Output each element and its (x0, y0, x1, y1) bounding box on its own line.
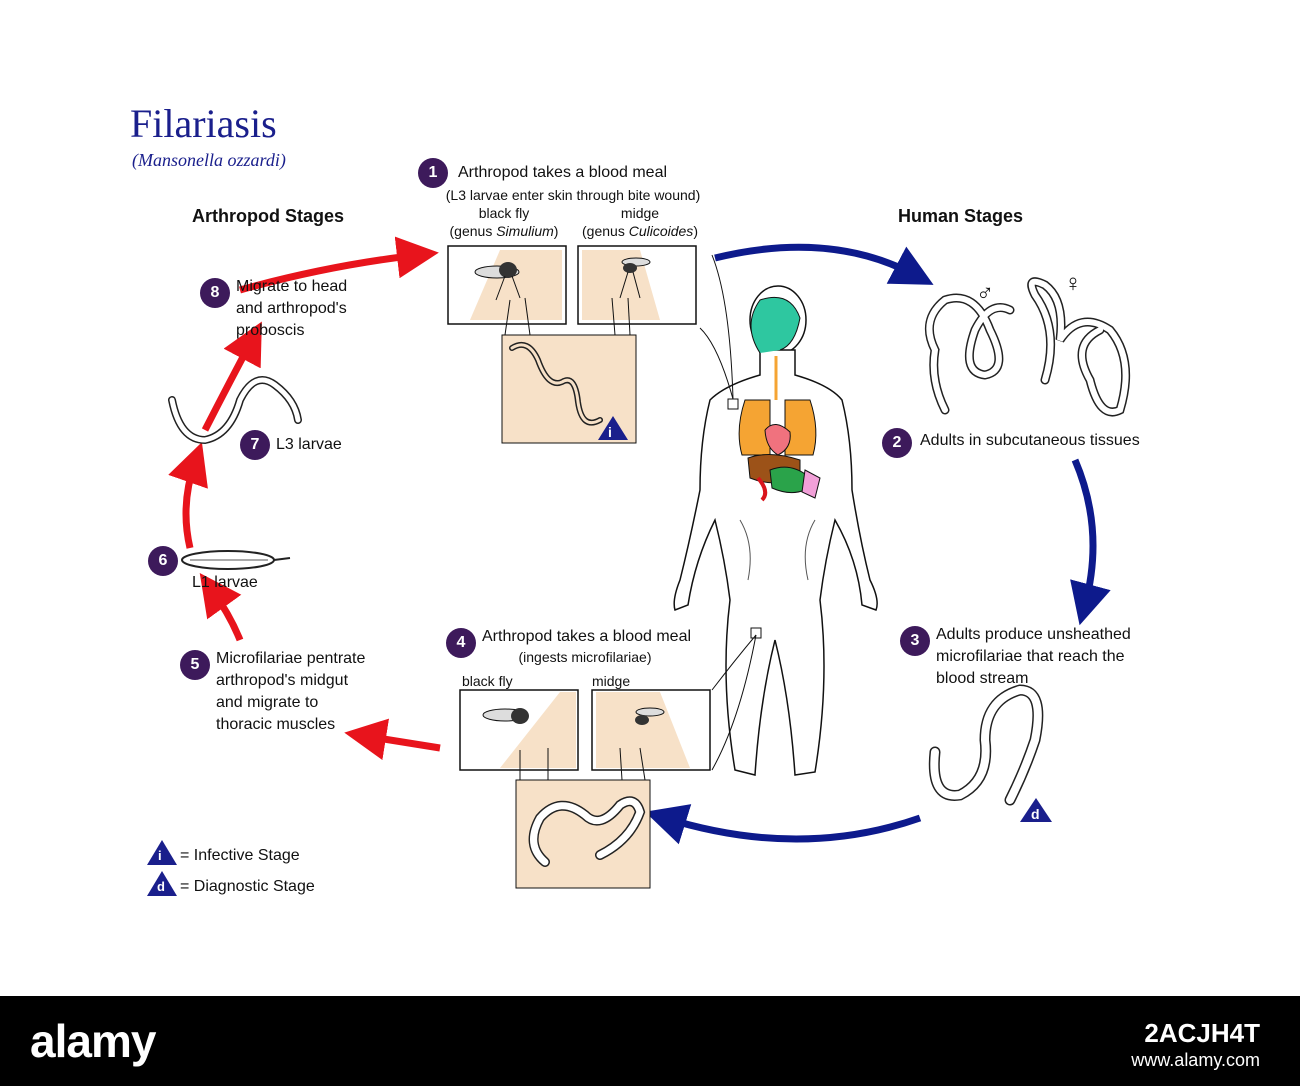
arrow-4-to-5 (344, 718, 441, 761)
top-midge-caption: midge (genus Culicoides) (582, 205, 698, 239)
legend-diagnostic-text: = Diagnostic Stage (180, 878, 315, 895)
arrow-2-to-3 (1070, 458, 1111, 626)
step-8-badge: 8 (200, 278, 230, 308)
arrow-8-to-1 (239, 236, 439, 294)
diagram-subtitle: (Mansonella ozzardi) (132, 150, 286, 170)
legend-infective-badge (147, 840, 177, 865)
step-7-badge: 7 (240, 430, 270, 460)
human-stages-heading: Human Stages (898, 206, 1024, 226)
bottom-midge-caption: midge (592, 673, 631, 689)
image-id: 2ACJH4T (1144, 1018, 1260, 1048)
arrow-6-to-7 (168, 442, 208, 549)
step-6-badge: 6 (148, 546, 178, 576)
diagram-title: Filariasis (130, 101, 277, 146)
arrow-3-to-4 (644, 804, 922, 845)
l1-larva-illustration (181, 550, 291, 570)
step-4-sublabel: (ingests microfilariae) (518, 649, 652, 665)
top-midge-box (577, 245, 697, 325)
infective-badge-letter: i (608, 424, 612, 440)
arrow-1-to-2 (714, 243, 934, 285)
legend-diagnostic-badge (147, 871, 177, 896)
step-3-badge: 3 (900, 626, 930, 656)
diagnostic-badge-letter: d (1031, 806, 1040, 822)
step-5-badge: 5 (180, 650, 210, 680)
alamy-logo: alamy (30, 1015, 156, 1067)
top-fly-caption: black fly (genus Simulium) (449, 205, 559, 239)
infective-badge-top (598, 416, 628, 440)
diagram-canvas (147, 236, 1131, 896)
arrow-7-to-8 (201, 321, 262, 432)
microfilaria-illustration (928, 684, 1044, 806)
arrow-5-to-6 (199, 572, 244, 642)
female-symbol: ♀ (1064, 270, 1082, 297)
step-2-badge: 2 (882, 428, 912, 458)
step-1-sublabel: (L3 larvae enter skin through bite wound… (445, 187, 701, 203)
legend-diagnostic-letter: d (157, 879, 165, 894)
top-black-fly-box (447, 245, 567, 325)
diagnostic-badge-right (1020, 798, 1052, 822)
stock-footer-bar (0, 996, 1300, 1086)
bottom-midge-box (591, 689, 711, 771)
l3-larva-illustration (168, 376, 302, 445)
arthropod-stages-heading: Arthropod Stages (192, 206, 345, 226)
step-2-label: Adults in subcutaneous tissues (920, 432, 1140, 449)
stock-url: www.alamy.com (1131, 1050, 1260, 1070)
step-1-badge: 1 (418, 158, 448, 188)
legend-infective-letter: i (158, 848, 162, 863)
step-4-badge: 4 (446, 628, 476, 658)
human-body-illustration (673, 285, 878, 776)
male-symbol: ♂ (976, 280, 994, 307)
adult-worms-illustration (924, 277, 1131, 417)
legend-infective-text: = Infective Stage (180, 847, 300, 864)
bottom-black-fly-box (459, 689, 579, 771)
step-1-label: Arthropod takes a blood meal (458, 164, 668, 181)
step-7-label: L3 larvae (276, 436, 342, 453)
step-6-label: L1 larvae (192, 574, 258, 591)
bottom-fly-caption: black fly (462, 673, 513, 689)
step-4-label: Arthropod takes a blood meal (482, 628, 692, 645)
microfilaria-inset (515, 779, 651, 889)
